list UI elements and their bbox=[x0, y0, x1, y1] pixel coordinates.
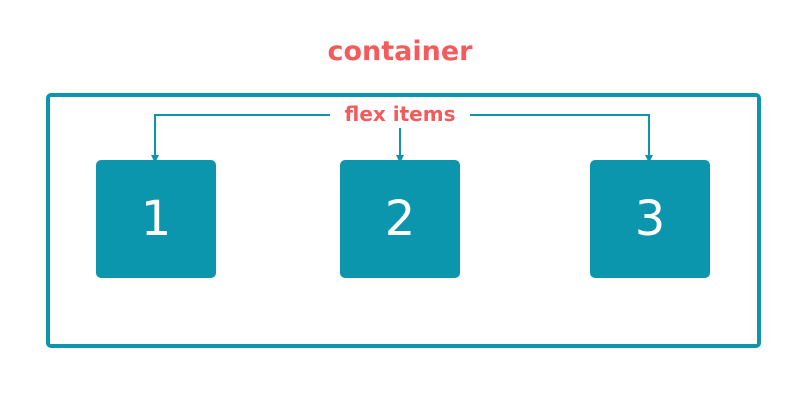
flex-item-3: 3 bbox=[590, 160, 710, 278]
flex-item-1: 1 bbox=[96, 160, 216, 278]
flex-item-2: 2 bbox=[340, 160, 460, 278]
flex-items-label: flex items bbox=[330, 100, 470, 128]
container-title: container bbox=[327, 36, 473, 67]
container-box bbox=[46, 93, 761, 348]
